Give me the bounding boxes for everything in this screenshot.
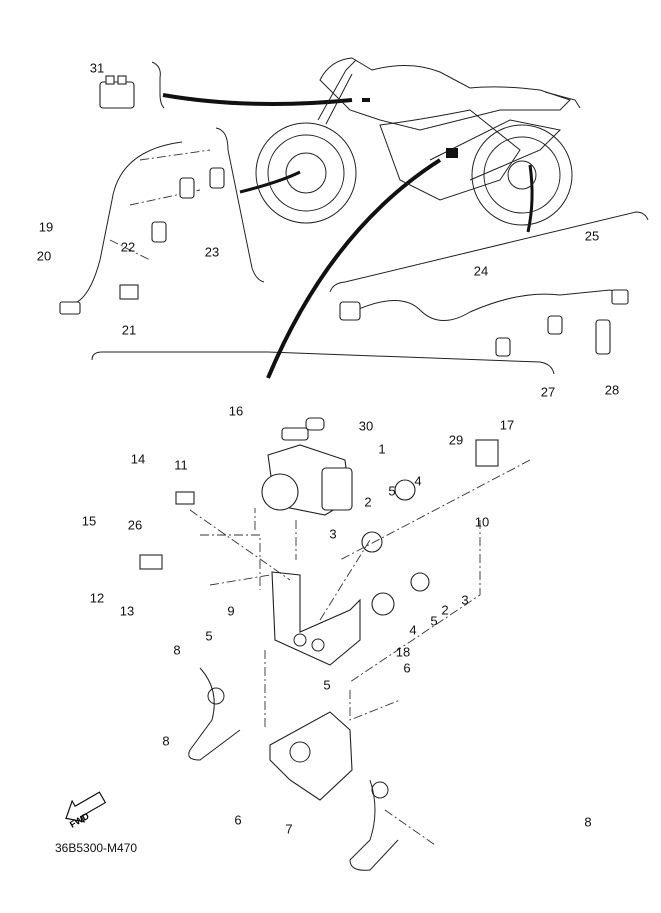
callout-21: 21 (121, 322, 137, 338)
callout-11: 11 (174, 457, 188, 473)
sensor-bracket-21 (119, 284, 139, 300)
callout-5: 5 (323, 677, 331, 693)
connector-31 (99, 75, 135, 109)
bracket-abs-right (267, 351, 555, 375)
callout-24: 24 (473, 263, 489, 279)
callout-2: 2 (364, 494, 372, 510)
part-30 (305, 417, 325, 431)
callout-3: 3 (461, 592, 469, 608)
bracket-abs-left (91, 351, 268, 361)
callout-5: 5 (388, 483, 396, 499)
callout-7: 7 (285, 821, 293, 837)
rear-wheel-sensor (611, 289, 629, 305)
rear-abs-sensor-lead (351, 289, 623, 321)
bracket-hole (293, 633, 307, 647)
frame-right (349, 779, 399, 871)
sensor-clamps-27 (495, 315, 611, 357)
frame-boss (207, 687, 225, 705)
leader-31 (162, 93, 353, 106)
callout-8: 8 (584, 814, 592, 830)
callout-16: 16 (228, 403, 244, 419)
callout-6: 6 (403, 660, 411, 676)
bracket-12 (139, 554, 163, 570)
callout-19: 19 (38, 219, 54, 235)
callout-26: 26 (127, 517, 143, 533)
callout-6: 6 (234, 812, 242, 828)
bracket-front-sensor (215, 127, 265, 283)
bracket-31 (151, 61, 165, 109)
callout-31: 31 (89, 60, 105, 76)
callout-1: 1 (378, 441, 386, 457)
rear-sensor-connector (339, 301, 361, 321)
leader-rear (526, 164, 534, 233)
callout-20: 20 (36, 248, 52, 264)
abs-stay-7 (269, 711, 353, 801)
callout-8: 8 (173, 642, 181, 658)
callout-30: 30 (358, 418, 374, 434)
front-abs-sensor-lead (63, 141, 183, 311)
callout-23: 23 (204, 244, 220, 260)
guide-lines-abs (189, 459, 531, 846)
callout-25: 25 (584, 228, 600, 244)
dampers (361, 479, 430, 616)
callout-3: 3 (329, 526, 337, 542)
callout-29: 29 (448, 432, 464, 448)
stay-hole (289, 741, 311, 763)
callout-8: 8 (162, 733, 170, 749)
bracket-hole (311, 638, 325, 652)
callout-9: 9 (227, 603, 235, 619)
callout-4: 4 (414, 473, 422, 489)
leader-front (239, 170, 301, 194)
motorcycle-illustration (255, 57, 581, 226)
callout-15: 15 (81, 513, 97, 529)
part-16 (281, 427, 309, 441)
callout-18: 18 (395, 644, 411, 660)
cover-17 (475, 439, 499, 467)
front-wheel-sensor (59, 301, 81, 315)
leader-abs (266, 158, 442, 379)
callout-28: 28 (604, 382, 620, 398)
callout-5: 5 (430, 613, 438, 629)
bracket-rear-sensor (329, 211, 649, 293)
abs-hydraulic-unit (261, 444, 353, 516)
callout-12: 12 (89, 590, 105, 606)
sensor-clamps-23 (151, 167, 225, 243)
callout-14: 14 (130, 451, 146, 467)
callout-27: 27 (540, 384, 556, 400)
callout-22: 22 (120, 239, 136, 255)
frame-boss (371, 781, 389, 799)
callout-4: 4 (409, 622, 417, 638)
callout-5: 5 (205, 628, 213, 644)
callout-10: 10 (474, 514, 490, 530)
callout-2: 2 (441, 602, 449, 618)
fwd-arrow-icon (65, 791, 107, 823)
part-code: 36B5300-M470 (55, 841, 138, 855)
frame-left (188, 667, 241, 761)
bracket-11 (175, 491, 195, 505)
callout-13: 13 (119, 603, 135, 619)
callout-17: 17 (499, 417, 515, 433)
